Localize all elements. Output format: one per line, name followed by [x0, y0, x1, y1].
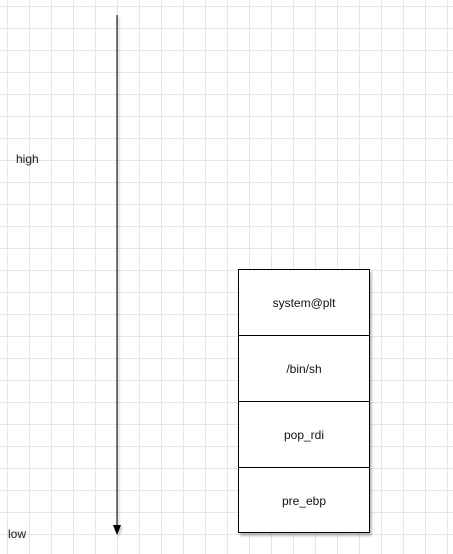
stack-cell-bin-sh: /bin/sh — [239, 336, 369, 402]
high-address-label: high — [16, 152, 39, 166]
stack-cell-system-plt: system@plt — [239, 270, 369, 336]
low-address-label: low — [8, 527, 27, 541]
arrow-head — [113, 525, 121, 535]
stack-cell-pre-ebp: pre_ebp — [281, 494, 327, 508]
stack-cell-pop-rdi: pop_rdi — [239, 402, 369, 468]
stack-frame: system@plt /bin/sh pop_rdi pre_ebp — [238, 269, 370, 533]
